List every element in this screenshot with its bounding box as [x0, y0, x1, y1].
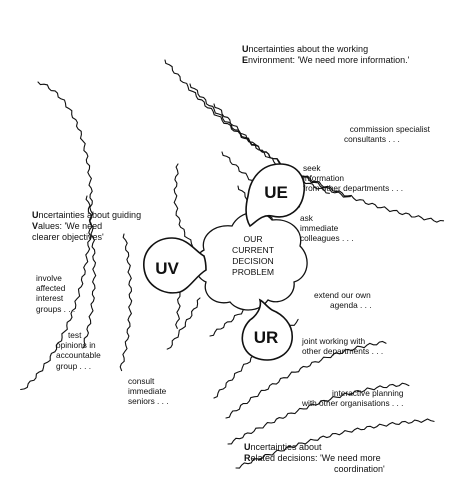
values-heading-line-1: ncertainties about guiding — [38, 210, 142, 220]
values-response-2-line-2: opinions in — [56, 340, 96, 351]
values-response-3-line-1: consult — [128, 376, 155, 386]
environment-response-3: ask immediate colleagues . . . — [300, 213, 354, 244]
center-line-3: DECISION — [232, 256, 274, 266]
related-arc-4 — [227, 382, 410, 445]
values-heading-cap-u: U — [32, 210, 39, 220]
values-response-1-line-2: affected — [36, 283, 66, 294]
environment-response-3-line-1: ask — [300, 213, 313, 223]
related-heading-cap-u: U — [244, 442, 251, 452]
values-response-2-line-3: accountable — [56, 350, 101, 361]
center-line-4: PROBLEM — [232, 267, 274, 277]
related-heading-line-2: elated decisions: 'We need more — [250, 453, 381, 463]
related-response-1-line-2: agenda . . . — [330, 300, 372, 311]
related-heading-cap-r: R — [244, 453, 251, 463]
related-heading-line-3: coordination' — [334, 464, 385, 474]
values-heading-cap-v: V — [32, 221, 39, 231]
center-line-1: OUR — [243, 234, 262, 244]
ur-bubble-label: UR — [254, 328, 279, 347]
values-response-2-line-1: test — [68, 330, 82, 340]
values-response-2-line-4: group . . . — [56, 360, 92, 371]
environment-heading-cap-u: U — [242, 44, 249, 54]
values-response-3: consult immediate seniors . . . — [128, 376, 169, 407]
uv-bubble — [143, 237, 207, 294]
values-heading: Uncertainties about guiding Values: 'We … — [32, 210, 141, 243]
related-response-1: extend our own agenda . . . — [314, 290, 372, 310]
environment-response-3-line-2: immediate — [300, 223, 339, 234]
environment-response-1-line-1: commission specialist — [349, 124, 430, 134]
values-response-1-line-3: interest — [36, 293, 64, 304]
ur-bubble — [241, 298, 293, 361]
environment-heading-line-2: nvironment: 'We need more information.' — [248, 55, 410, 65]
related-response-2: joint working with other departments . .… — [302, 336, 383, 356]
values-arc-outer — [20, 81, 94, 391]
environment-arc-2 — [189, 83, 351, 198]
related-response-3-line-1: interactive planning — [332, 388, 404, 398]
environment-response-1: commission specialist consultants . . . — [330, 124, 430, 144]
values-response-3-line-3: seniors . . . — [128, 396, 169, 407]
related-arc-3 — [225, 340, 387, 419]
related-response-2-line-2: other departments . . . — [302, 346, 384, 357]
related-heading: Uncertainties about Related decisions: '… — [244, 442, 385, 475]
values-arc-2 — [82, 195, 97, 349]
values-arc-3 — [119, 233, 133, 372]
related-arc-5 — [235, 418, 435, 469]
environment-response-2-line-2: information — [303, 173, 345, 184]
values-response-2: test opinions in accountable group . . . — [56, 330, 101, 371]
environment-heading-cap-e: E — [242, 55, 249, 65]
related-response-2-line-1: joint working with — [302, 336, 366, 346]
environment-response-1-line-2: consultants . . . — [344, 134, 400, 145]
center-line-2: CURRENT — [232, 245, 275, 255]
related-response-3-line-2: with other organisations . . . — [302, 398, 404, 409]
environment-response-2-line-1: seek — [303, 163, 321, 173]
environment-heading-line-1: ncertainties about the working — [248, 44, 369, 54]
values-response-1-line-4: groups . . . — [36, 303, 76, 314]
related-response-3: interactive planning with other organisa… — [302, 388, 404, 408]
environment-arcs — [164, 59, 445, 235]
values-heading-line-2: alues: 'We need — [38, 221, 103, 231]
values-arc-6 — [166, 297, 201, 350]
environment-heading: Uncertainties about the working Environm… — [242, 44, 409, 66]
uv-bubble-label: UV — [155, 259, 179, 278]
environment-arc-3 — [213, 103, 330, 194]
values-arc-4 — [173, 163, 194, 248]
environment-response-3-line-3: colleagues . . . — [300, 233, 354, 244]
related-heading-line-1: ncertainties about — [250, 442, 322, 452]
related-response-1-line-1: extend our own — [314, 290, 371, 300]
ue-bubble — [245, 163, 305, 228]
values-heading-line-3: clearer objectives' — [32, 232, 104, 242]
values-response-1-line-1: involve — [36, 273, 62, 283]
values-response-1: involve affected interest groups . . . — [36, 273, 75, 314]
ue-bubble-label: UE — [264, 183, 288, 202]
environment-response-2: seek information from other departments … — [303, 163, 403, 194]
environment-response-2-line-3: from other departments . . . — [303, 183, 404, 194]
values-response-3-line-2: immediate — [128, 386, 167, 397]
